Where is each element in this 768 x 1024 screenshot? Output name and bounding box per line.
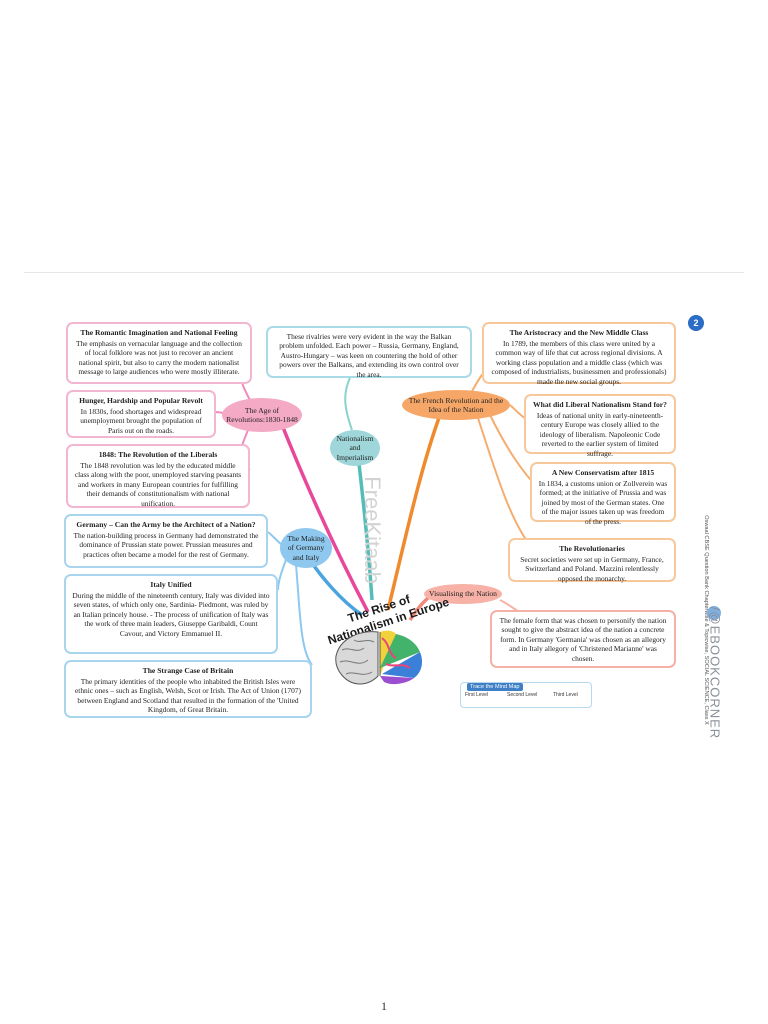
- node-label: The Making of Germany and Italy: [287, 534, 325, 562]
- node-label: The Age of Revolutions:1830-1848: [226, 405, 298, 424]
- box-female-form: The female form that was chosen to perso…: [490, 610, 676, 668]
- box-title: Germany – Can the Army be the Architect …: [76, 520, 256, 529]
- node-label: Visualising the Nation: [429, 589, 497, 599]
- box-title: 1848: The Revolution of the Liberals: [98, 450, 218, 459]
- box-body: Secret societies were set up in Germany,…: [520, 554, 664, 583]
- node-age-of-revolutions: The Age of Revolutions:1830-1848: [222, 398, 302, 432]
- box-body: Ideas of national unity in early-ninetee…: [536, 410, 664, 458]
- box-title: Italy Unified: [150, 580, 192, 589]
- box-body: In 1789, the members of this class were …: [491, 338, 667, 386]
- box-title: Hunger, Hardship and Popular Revolt: [79, 396, 203, 405]
- trace-mind-map-legend: Trace the Mind Map First Level Second Le…: [460, 682, 592, 708]
- node-label: The French Revolution and the Idea of th…: [408, 395, 504, 414]
- box-title: The Revolutionaries: [559, 544, 625, 553]
- horizontal-divider: [24, 272, 744, 273]
- legend-first-level: First Level: [465, 692, 489, 698]
- box-body: In 1834, a customs union or Zollverein w…: [538, 478, 668, 526]
- watermark-text: FreeKitaab: [360, 476, 385, 584]
- ebookcorner-watermark: /@EBOOKCORNER: [703, 600, 727, 745]
- ebookcorner-logo-icon: [707, 606, 721, 620]
- box-title: The Romantic Imagination and National Fe…: [80, 328, 238, 337]
- legend-third-level: Third Level: [553, 692, 578, 698]
- box-title: A New Conservatism after 1815: [551, 468, 655, 477]
- node-label: Nationalism and Imperialism: [336, 434, 374, 462]
- box-body: During the middle of the nineteenth cent…: [72, 590, 270, 638]
- ebookcorner-text: /@EBOOKCORNER: [707, 606, 723, 739]
- node-making-germany-italy: The Making of Germany and Italy: [280, 528, 332, 568]
- box-title: What did Liberal Nationalism Stand for?: [533, 400, 667, 409]
- page-badge: 2: [688, 315, 704, 331]
- freekitaab-watermark: FreeKitaab: [360, 455, 385, 605]
- box-liberal-nationalism: What did Liberal Nationalism Stand for? …: [524, 394, 676, 458]
- box-revolutionaries: The Revolutionaries Secret societies wer…: [508, 538, 676, 583]
- box-title: The Strange Case of Britain: [142, 666, 234, 675]
- box-aristocracy-middle-class: The Aristocracy and the New Middle Class…: [482, 322, 676, 386]
- box-body: The female form that was chosen to perso…: [499, 616, 667, 663]
- box-body: The nation-building process in Germany h…: [73, 530, 259, 559]
- node-nationalism-imperialism: Nationalism and Imperialism: [330, 430, 380, 466]
- box-germany-army: Germany – Can the Army be the Architect …: [64, 514, 268, 568]
- legend-title: Trace the Mind Map: [467, 683, 523, 691]
- box-new-conservatism: A New Conservatism after 1815 In 1834, a…: [530, 462, 676, 526]
- box-hunger-hardship: Hunger, Hardship and Popular Revolt In 1…: [66, 390, 216, 438]
- legend-second-level: Second Level: [507, 692, 538, 698]
- box-romantic-imagination: The Romantic Imagination and National Fe…: [66, 322, 252, 384]
- box-title: The Aristocracy and the New Middle Class: [509, 328, 649, 337]
- box-strange-case-britain: The Strange Case of Britain The primary …: [64, 660, 312, 718]
- box-balkan-rivalries: These rivalries were very evident in the…: [266, 326, 472, 379]
- box-revolution-liberals: 1848: The Revolution of the Liberals The…: [66, 444, 250, 508]
- box-body: The primary identities of the people who…: [75, 676, 301, 715]
- node-french-revolution: The French Revolution and the Idea of th…: [402, 390, 510, 420]
- box-body: The 1848 revolution was led by the educa…: [74, 460, 242, 508]
- page-number: 1: [381, 999, 387, 1013]
- box-body: The emphasis on vernacular language and …: [75, 338, 243, 377]
- brain-icon: [335, 630, 422, 685]
- node-visualising-nation: Visualising the Nation: [424, 584, 502, 604]
- box-body: These rivalries were very evident in the…: [279, 332, 459, 379]
- box-italy-unified: Italy Unified During the middle of the n…: [64, 574, 278, 654]
- box-body: In 1830s, food shortages and widespread …: [80, 406, 202, 435]
